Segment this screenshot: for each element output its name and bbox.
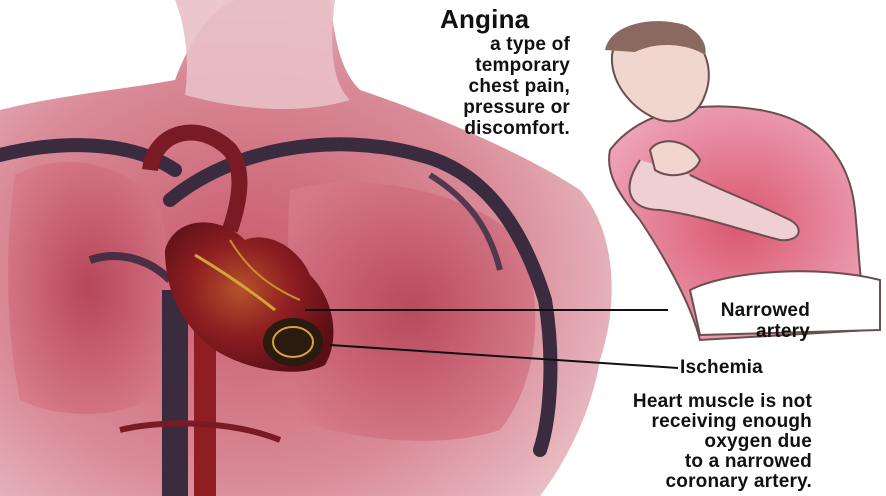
- note-line: to a narrowed: [633, 452, 812, 472]
- angina-definition: a type of temporary chest pain, pressure…: [463, 34, 570, 139]
- left-lung: [8, 162, 169, 414]
- neck: [175, 0, 350, 109]
- man-figure: [605, 21, 880, 340]
- label-narrowed-line: Narrowed: [721, 300, 810, 321]
- note-line: receiving enough: [633, 412, 812, 432]
- note-line: oxygen due: [633, 432, 812, 452]
- note-line: coronary artery.: [633, 472, 812, 492]
- label-ischemia: Ischemia: [680, 358, 763, 377]
- definition-line: temporary: [463, 55, 570, 76]
- ischemia-note: Heart muscle is not receiving enough oxy…: [633, 392, 812, 492]
- note-line: Heart muscle is not: [633, 392, 812, 412]
- definition-line: pressure or: [463, 97, 570, 118]
- definition-line: chest pain,: [463, 76, 570, 97]
- definition-line: discomfort.: [463, 118, 570, 139]
- label-narrowed-artery: Narrowed artery: [721, 300, 810, 342]
- diagram-title: Angina: [440, 6, 529, 32]
- definition-line: a type of: [463, 34, 570, 55]
- label-narrowed-line: artery: [721, 321, 810, 342]
